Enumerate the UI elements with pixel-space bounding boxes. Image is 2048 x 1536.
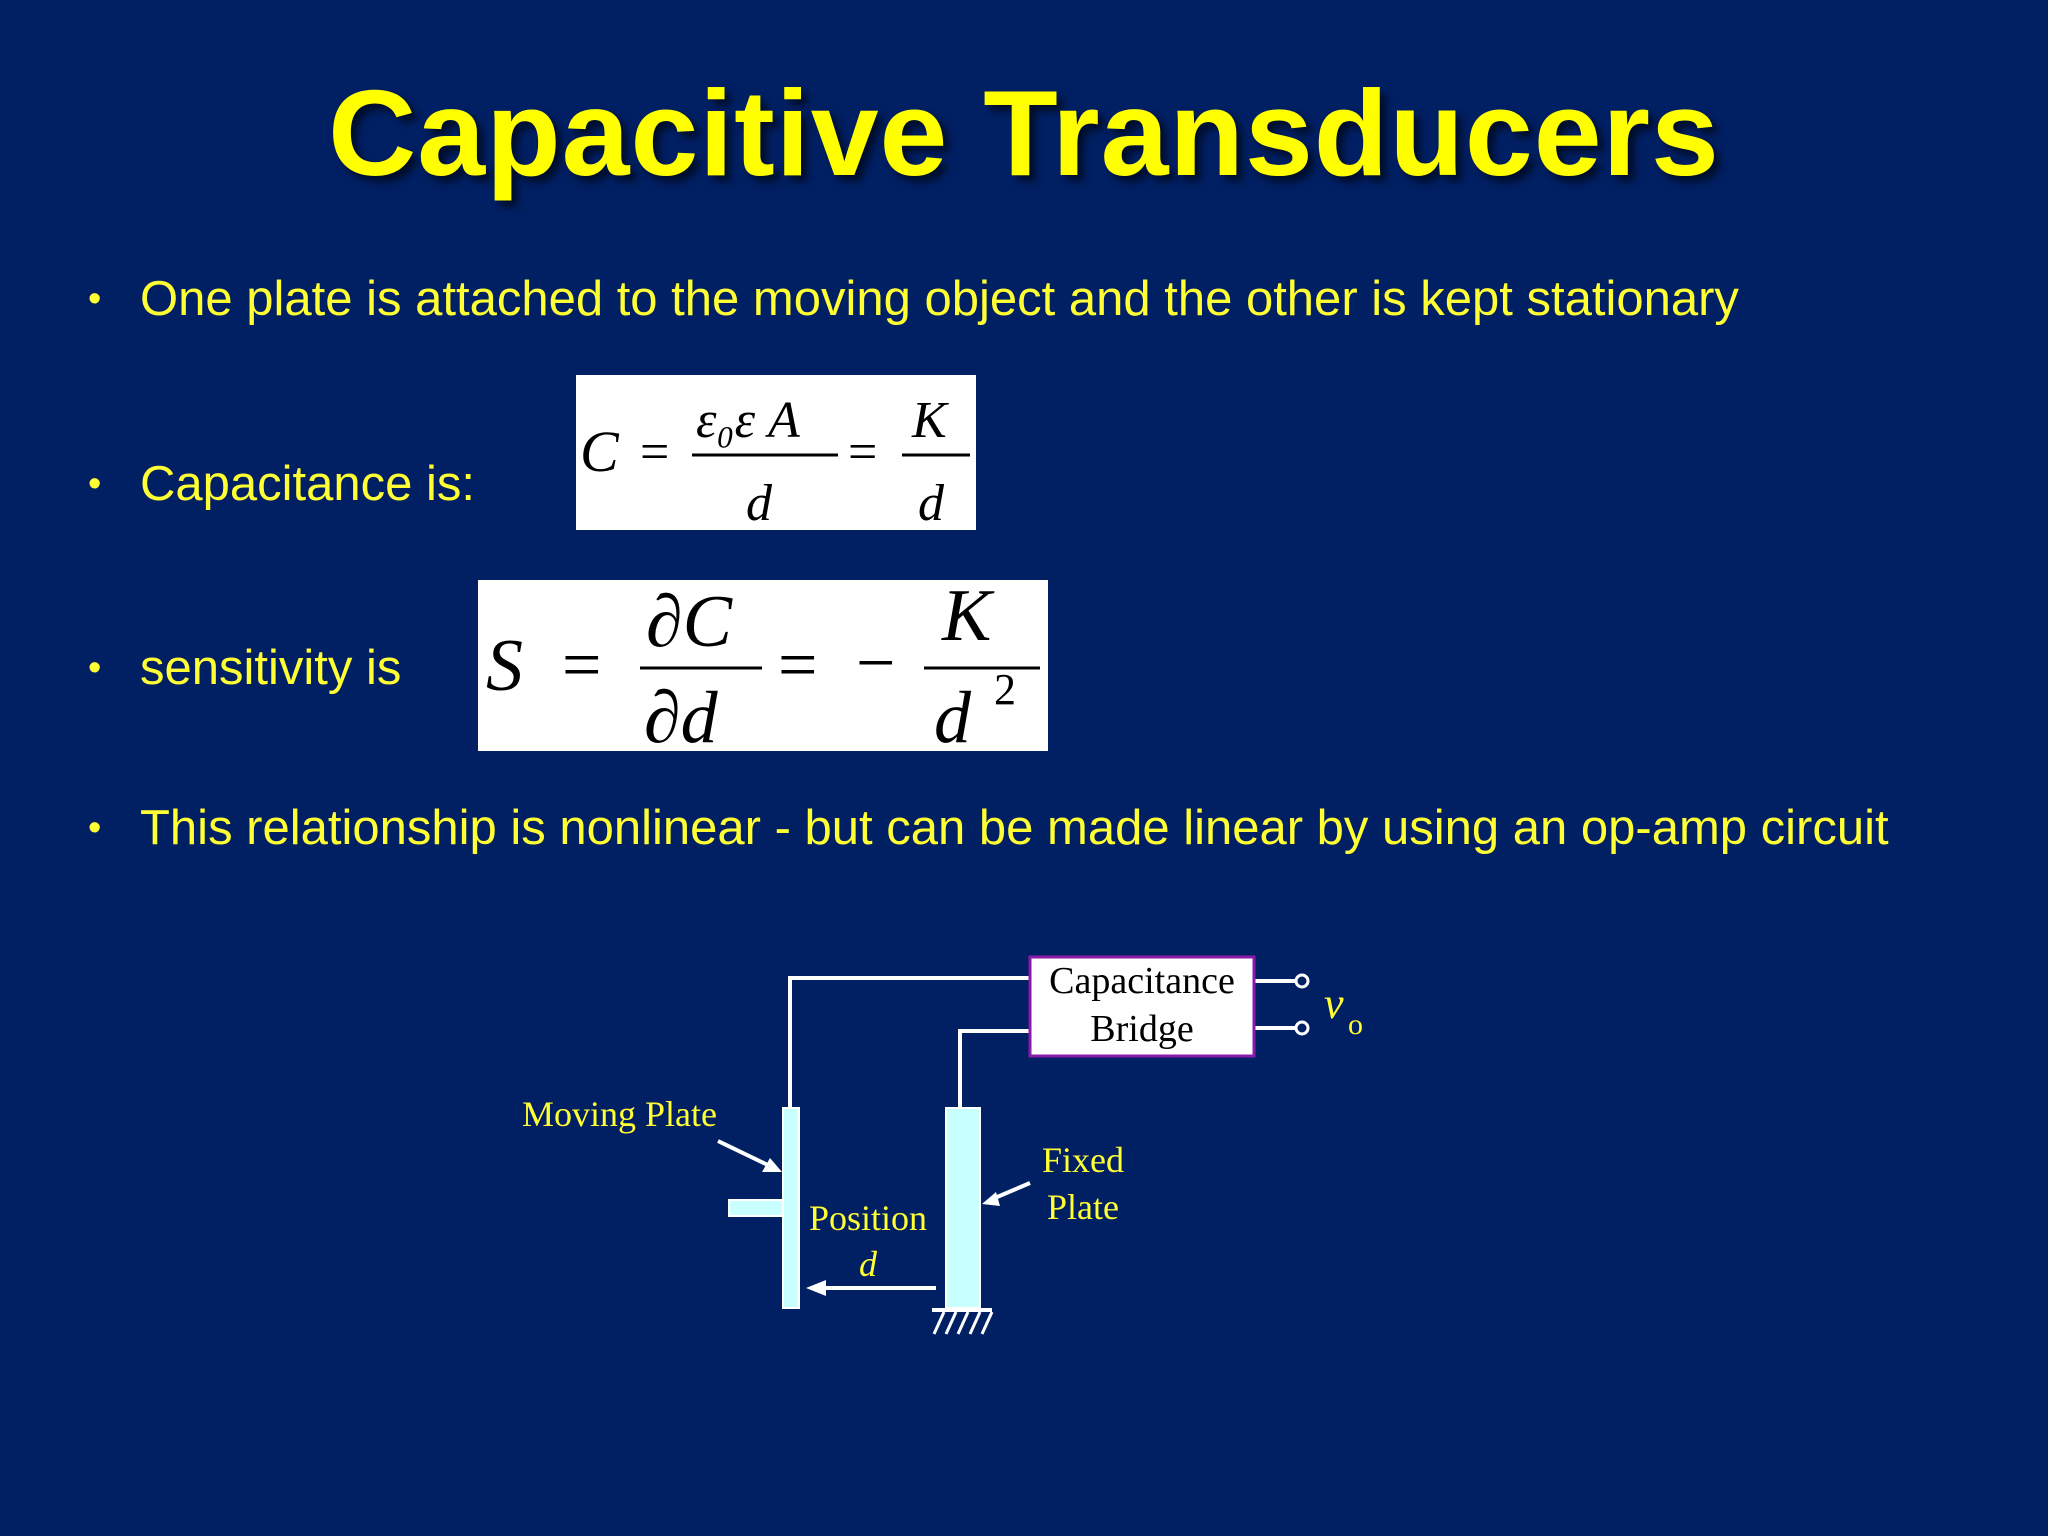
bridge-label: Capacitance xyxy=(1049,960,1235,1002)
output-voltage-subscript: o xyxy=(1348,1008,1363,1041)
fixed-plate xyxy=(945,1107,981,1309)
fixed-plate-arrowhead xyxy=(982,1192,1000,1206)
moving-plate-label: Moving Plate xyxy=(522,1094,717,1134)
bridge-label: Bridge xyxy=(1090,1008,1193,1050)
formula-lhs: C xyxy=(580,419,620,484)
formula-denominator: ∂d xyxy=(644,677,719,751)
fixed-plate-label: Plate xyxy=(1047,1187,1119,1227)
formula-numerator: ∂C xyxy=(646,581,734,663)
bullet-item-1: • One plate is attached to the moving obj… xyxy=(88,268,1739,330)
formula-equals: = xyxy=(778,627,817,704)
sensitivity-formula: S = ∂C ∂d = − K d 2 xyxy=(478,580,1048,751)
moving-plate-arm xyxy=(728,1199,784,1217)
bullet-text: This relationship is nonlinear - but can… xyxy=(140,801,1889,855)
formula-equals: = xyxy=(562,627,601,704)
formula-numerator: K xyxy=(941,580,995,657)
output-terminal-top xyxy=(1294,973,1310,989)
bullet-item-3: • sensitivity is xyxy=(88,637,401,699)
fixed-plate-pointer xyxy=(989,1181,1031,1202)
bullet-icon: • xyxy=(88,463,102,505)
bullet-text: Capacitance is: xyxy=(140,457,476,511)
output-terminal-bottom xyxy=(1294,1020,1310,1036)
bullet-icon: • xyxy=(88,647,102,689)
slide-title: Capacitive Transducers xyxy=(328,65,1720,201)
bullet-icon: • xyxy=(88,807,102,849)
formula-equals: = xyxy=(640,424,669,481)
output-voltage-label: v xyxy=(1324,979,1344,1028)
formula-minus: − xyxy=(856,625,895,702)
wire-moving-plate xyxy=(788,976,1030,1108)
bullet-item-4: • This relationship is nonlinear - but ca… xyxy=(88,797,1900,859)
ground-hatch-icon xyxy=(932,1311,994,1335)
moving-plate-pointer xyxy=(717,1139,775,1170)
formula-lhs: S xyxy=(486,625,523,707)
bullet-item-2: • Capacitance is: xyxy=(88,453,475,515)
position-label: Position xyxy=(809,1198,927,1238)
formula-denominator: d xyxy=(746,475,773,530)
formula-denominator: d xyxy=(918,475,945,530)
moving-plate-arrowhead xyxy=(762,1158,782,1172)
formula-exponent: 2 xyxy=(994,665,1016,714)
formula-denominator: d xyxy=(934,677,972,751)
capacitance-formula: C = ε₀ε A d = K d xyxy=(576,375,976,530)
formula-numerator: K xyxy=(911,392,949,449)
position-symbol: d xyxy=(859,1244,878,1284)
moving-plate xyxy=(782,1107,800,1309)
formula-equals: = xyxy=(848,424,877,481)
bullet-text: One plate is attached to the moving obje… xyxy=(140,272,1739,326)
bullet-icon: • xyxy=(88,278,102,320)
wire-fixed-plate xyxy=(958,1029,1030,1108)
position-arrowhead xyxy=(806,1280,826,1296)
formula-numerator: ε₀ε A xyxy=(696,392,800,449)
bullet-text: sensitivity is xyxy=(140,641,402,695)
capacitance-bridge-box xyxy=(1028,955,1256,1058)
fixed-plate-label: Fixed xyxy=(1042,1140,1124,1180)
